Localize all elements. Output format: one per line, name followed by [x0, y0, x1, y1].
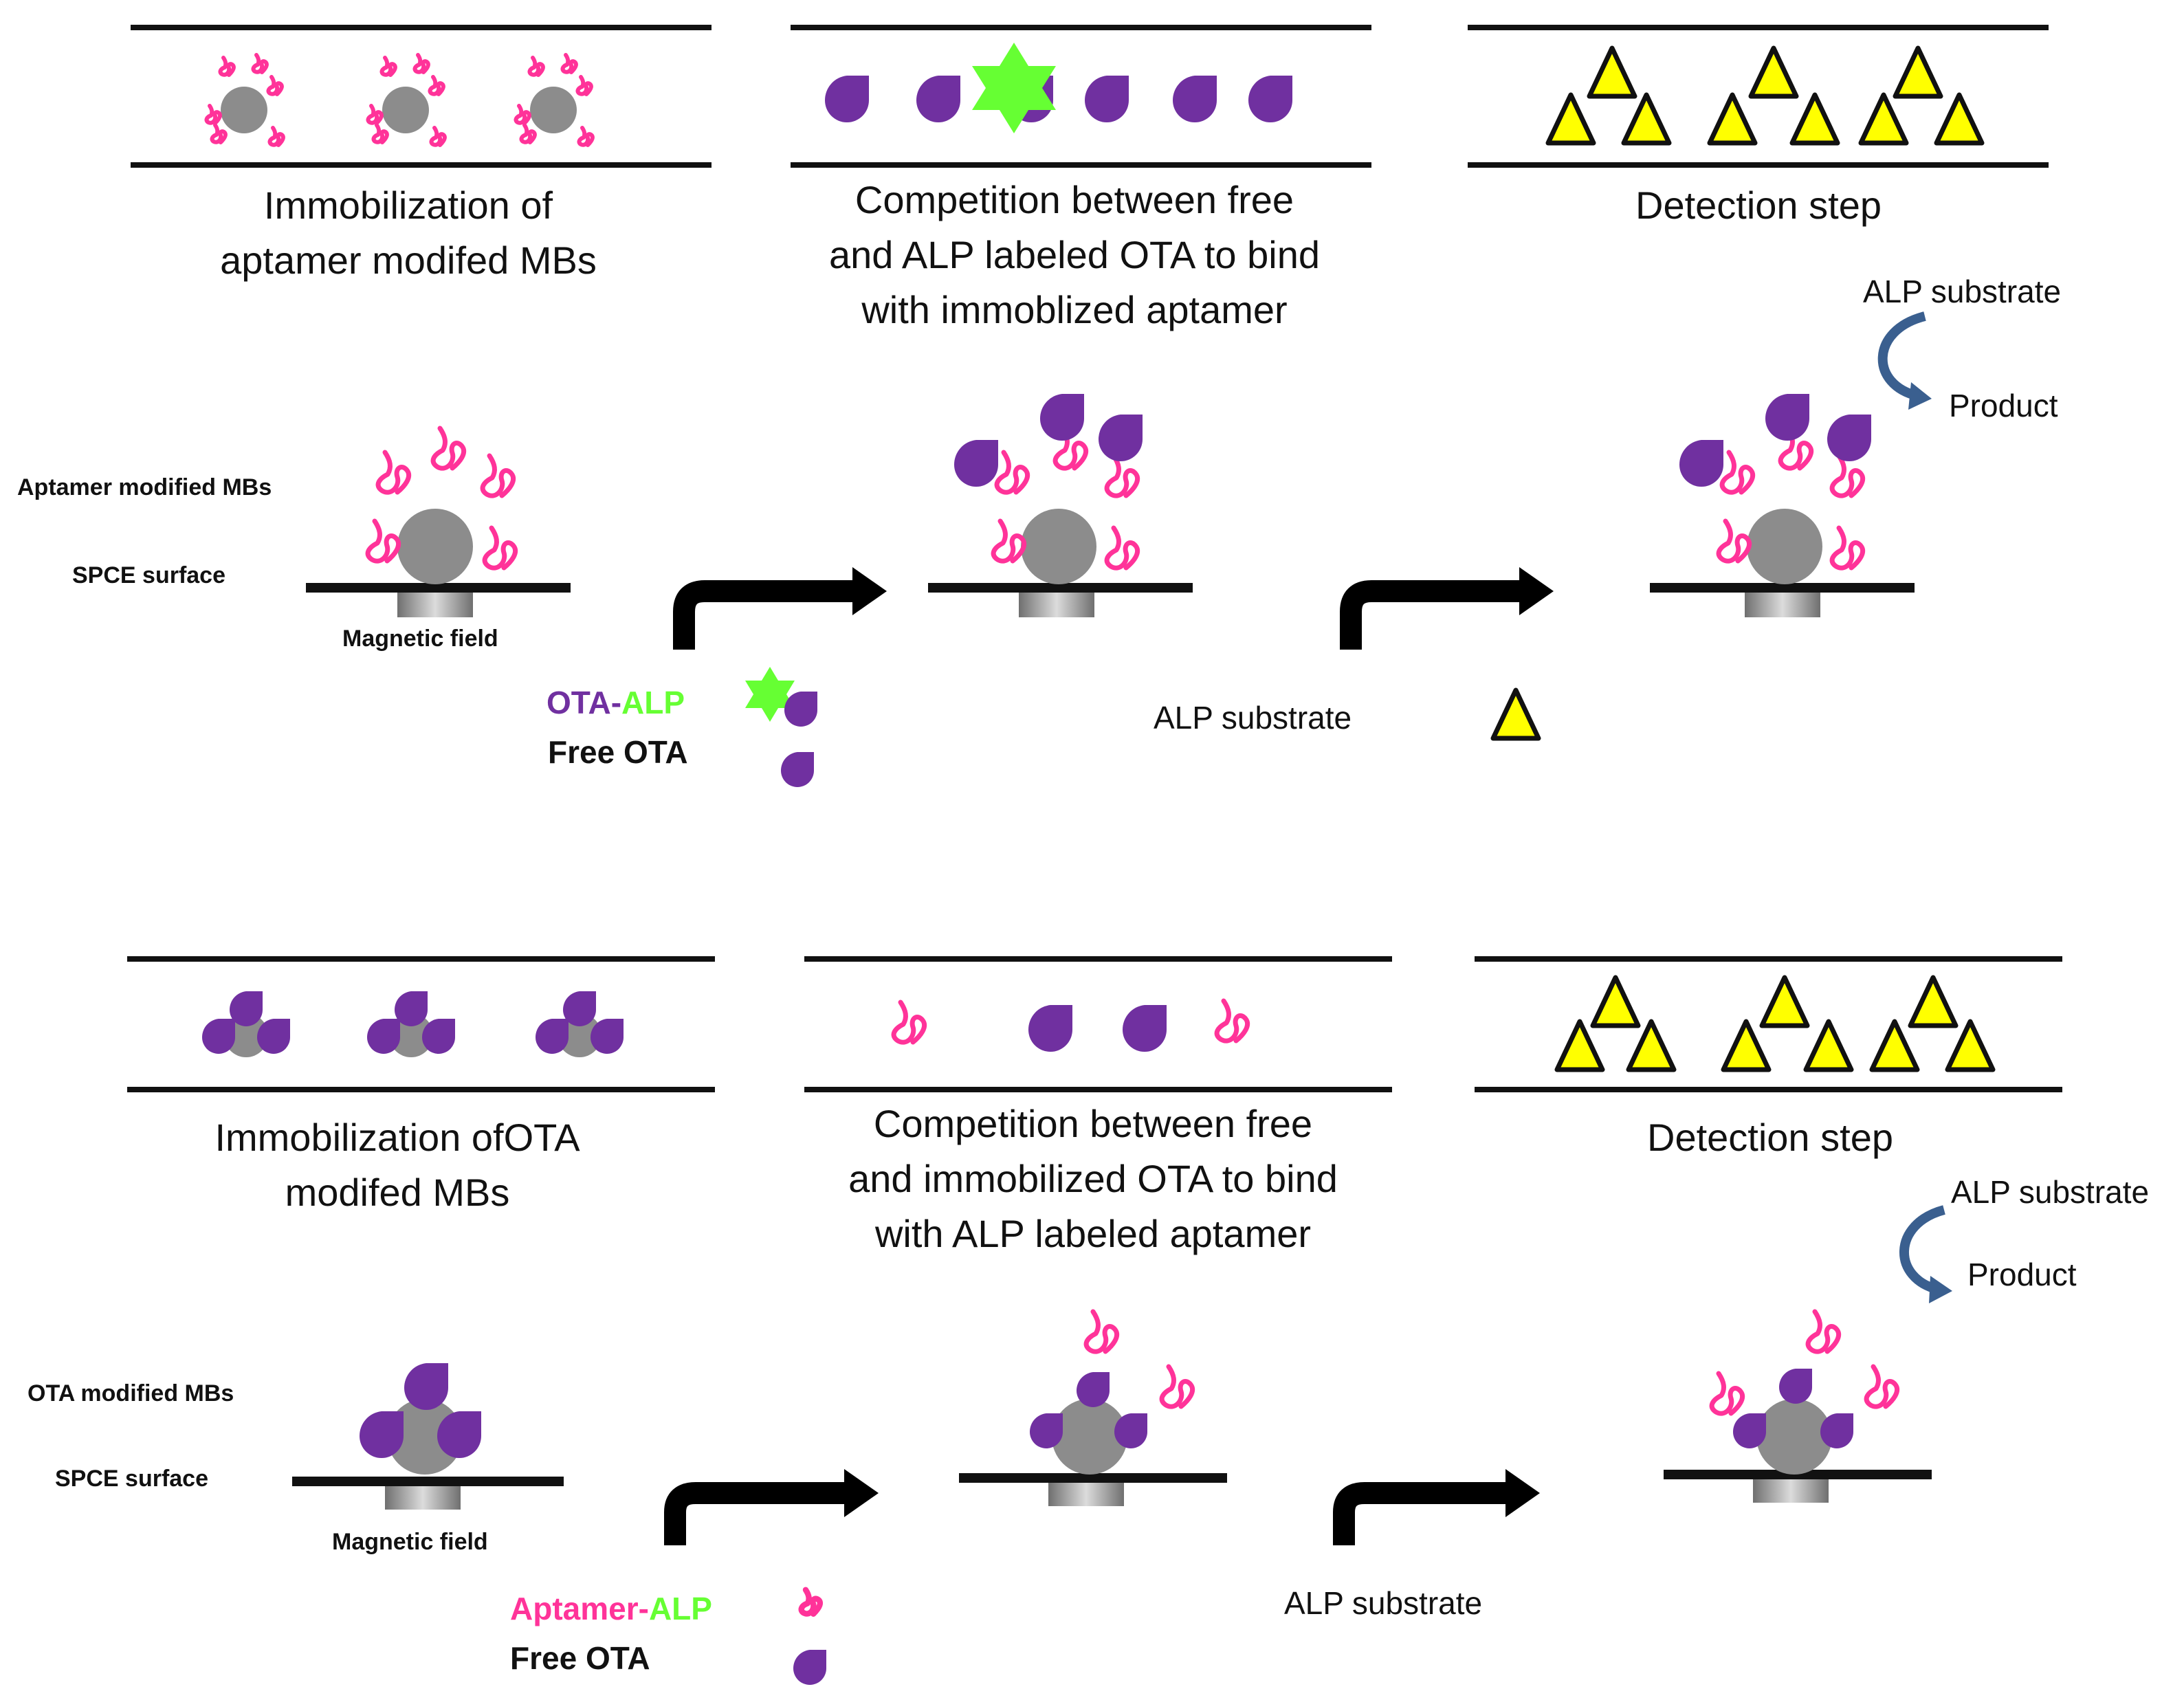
- bottom-panels-frames: [127, 956, 2062, 1092]
- reaction-substrate-label: ALP substrate: [1951, 1174, 2149, 1210]
- ota-drop-row: [824, 43, 1292, 133]
- aptamer-bead: [516, 55, 592, 145]
- panel-caption-line: aptamer modifed MBs: [220, 239, 597, 282]
- ota-bead: [366, 991, 455, 1057]
- reaction-product-label: Product: [1949, 388, 2058, 423]
- mbs-label: OTA modified MBs: [27, 1380, 234, 1406]
- alp-star-icon: [972, 43, 1056, 133]
- aptamer-bead: [368, 55, 444, 145]
- legend-conjugate-label: Aptamer-ALP: [510, 1591, 712, 1626]
- process-arrow-icon: [673, 580, 856, 650]
- electrode-assembly: [306, 428, 571, 617]
- ota-bead-row: [201, 991, 624, 1057]
- electrode-assembly: [1664, 1312, 1932, 1503]
- surface-label: SPCE surface: [55, 1466, 208, 1492]
- electrode-assembly: [1650, 394, 1915, 617]
- panel-caption-line: and ALP labeled OTA to bind: [829, 233, 1320, 276]
- legend-free-ota-label: Free OTA: [548, 734, 688, 770]
- legend-conjugate-label: OTA-ALP: [547, 685, 685, 720]
- electrode-assembly: [928, 394, 1193, 617]
- panel-caption-line: Detection step: [1635, 184, 1882, 227]
- ota-drop: [916, 76, 960, 122]
- reaction-substrate-label: ALP substrate: [1863, 274, 2061, 309]
- panel-caption-line: Detection step: [1647, 1116, 1893, 1159]
- top-panels-frames: [131, 25, 2049, 168]
- alp-star-icon: [745, 667, 795, 722]
- substrate-row: [1557, 978, 1993, 1070]
- process-arrow-icon: [1333, 1482, 1509, 1545]
- aptamer-bead-row: [206, 55, 592, 145]
- panel-caption-line: Competition between free: [855, 178, 1294, 221]
- ota-drop: [824, 76, 869, 122]
- process-arrow-icon: [664, 1482, 847, 1545]
- panel-caption-line: modifed MBs: [285, 1171, 510, 1214]
- panel-caption-line: Immobilization ofOTA: [214, 1116, 580, 1159]
- ota-bead: [201, 991, 290, 1057]
- curved-arrow-icon: [1877, 311, 1926, 401]
- ota-drop: [1172, 76, 1217, 122]
- electrode-assembly: [292, 1363, 564, 1510]
- aptamer-bead: [206, 55, 283, 145]
- panel-caption-line: Competition between free: [874, 1102, 1312, 1145]
- step-label: ALP substrate: [1154, 700, 1352, 736]
- panel-caption-line: with immoblized aptamer: [861, 288, 1287, 331]
- step-label: ALP substrate: [1284, 1585, 1482, 1621]
- mbs-label: Aptamer modified MBs: [17, 474, 272, 500]
- substrate-row: [1548, 48, 1982, 143]
- panel-caption-line: with ALP labeled aptamer: [874, 1212, 1311, 1255]
- process-arrow-icon: [1340, 580, 1523, 650]
- magnet: [397, 593, 473, 617]
- reaction-product-label: Product: [1967, 1257, 2077, 1292]
- ota-drop: [1248, 76, 1292, 122]
- competition-row: [894, 1001, 1248, 1052]
- surface-label: SPCE surface: [72, 562, 225, 588]
- ota-drop: [1084, 76, 1129, 122]
- panel-caption-line: Immobilization of: [264, 184, 553, 227]
- legend-free-ota-label: Free OTA: [510, 1640, 650, 1676]
- curved-arrow-icon: [1899, 1205, 1945, 1294]
- magnet-label: Magnetic field: [342, 626, 498, 652]
- magnet-label: Magnetic field: [332, 1529, 488, 1555]
- ota-bead: [535, 991, 624, 1057]
- panel-caption-line: and immobilized OTA to bind: [848, 1157, 1338, 1200]
- electrode-assembly: [959, 1312, 1227, 1506]
